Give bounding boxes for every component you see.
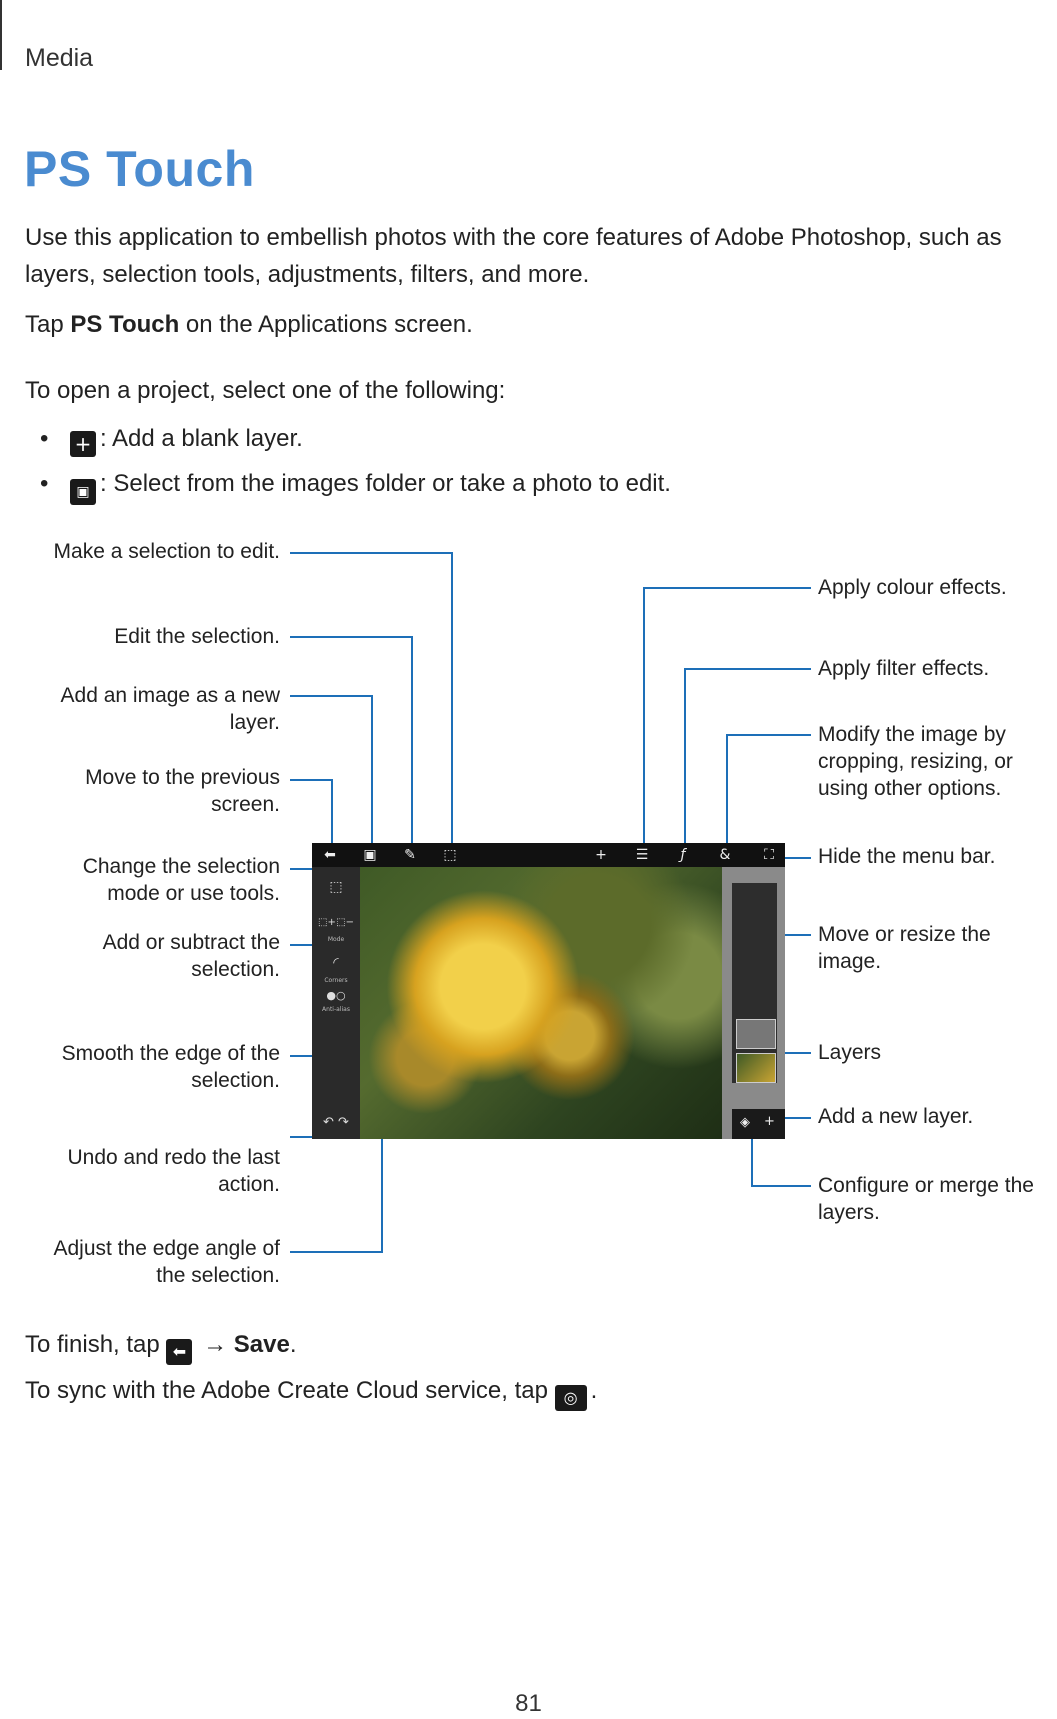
bullet-row: ▣: Select from the images folder or take… [70, 470, 671, 505]
save-label: Save [233, 1331, 290, 1358]
callout-add-image-layer: Add an image as a new layer. [60, 684, 280, 734]
callout-configure-merge: Configure or merge the layers. [818, 1174, 1034, 1224]
mode-caption: Mode [327, 936, 345, 943]
bullet-dot: • [40, 470, 49, 497]
selection-tool-icon[interactable]: ⬚ [443, 847, 457, 863]
hide-menu-icon[interactable]: ⛶ [764, 847, 774, 863]
add-image-layer-icon[interactable]: ▣ [363, 847, 377, 863]
back-arrow-icon: ⬅ [166, 1339, 193, 1365]
leader-line [290, 1251, 382, 1253]
finish-arrow: → [196, 1331, 234, 1358]
anti-alias-toggle-icon[interactable]: ●○ [326, 989, 346, 1002]
bullet-dot: • [40, 425, 49, 452]
tap-suffix: on the Applications screen. [179, 311, 473, 338]
undo-redo-icon[interactable]: ↶ ↷ [323, 1115, 349, 1130]
callout-colour-effects: Apply colour effects. [818, 576, 1007, 599]
callout-add-layer: Add a new layer. [818, 1105, 974, 1128]
callout-hide-menu: Hide the menu bar. [818, 845, 996, 868]
adjustments-icon[interactable]: ☰ [635, 847, 649, 863]
ps-touch-screenshot: ⬅ ▣ ✎ ⬚ + ☰ ƒ & ⛶ ⬚ ⬚+ ⬚− Mode ◜ Corners… [312, 843, 785, 1139]
leader-line [411, 636, 413, 852]
bullet-row: +: Add a blank layer. [70, 425, 303, 457]
plus-icon: + [70, 431, 96, 457]
filter-fx-icon[interactable]: ƒ [680, 847, 686, 863]
bullet-text: : Add a blank layer. [100, 425, 303, 452]
callout-modify-image: Modify the image by cropping, resizing, … [818, 723, 1013, 800]
callout-edit-selection: Edit the selection. [114, 625, 280, 648]
callout-add-subtract: Add or subtract the selection. [102, 931, 280, 981]
back-arrow-icon[interactable]: ⬅ [324, 847, 336, 863]
add-selection-icon[interactable]: ⬚+ [318, 917, 336, 928]
corners-caption: Corners [324, 977, 348, 984]
callout-layers: Layers [818, 1041, 882, 1064]
corners-icon[interactable]: ◜ [333, 955, 339, 971]
move-resize-icon[interactable]: + [595, 847, 607, 863]
callout-selection-mode: Change the selection mode or use tools. [82, 855, 280, 905]
image-add-icon: ▣ [70, 479, 96, 505]
sync-suffix: . [590, 1377, 598, 1404]
anti-alias-caption: Anti-alias [322, 1006, 350, 1013]
selection-mode-icon[interactable]: ⬚ [329, 879, 343, 895]
finish-prefix: To finish, tap [25, 1331, 167, 1358]
leader-line [684, 668, 686, 852]
callout-move-resize: Move or resize the image. [818, 923, 991, 973]
leader-line [751, 1125, 753, 1187]
canvas-photo[interactable] [360, 867, 722, 1139]
callout-previous-screen: Move to the previous screen. [85, 766, 280, 816]
page-number: 81 [515, 1690, 542, 1717]
intro-description: Use this application to embellish photos… [25, 224, 1002, 288]
page-title: PS Touch [24, 141, 255, 197]
creative-cloud-icon: ◎ [554, 1385, 587, 1411]
section-header: Media [25, 44, 94, 72]
leader-line [726, 734, 811, 736]
leader-line [290, 636, 412, 638]
leader-line [785, 1117, 811, 1119]
finish-suffix: . [289, 1331, 297, 1358]
sync-text: To sync with the Adobe Create Cloud serv… [25, 1377, 555, 1404]
pencil-icon[interactable]: ✎ [404, 847, 416, 863]
leader-line [785, 857, 811, 859]
leader-line [785, 1052, 811, 1054]
callout-edge-angle: Adjust the edge angle of the selection. [53, 1237, 280, 1287]
layer-thumbnail[interactable] [736, 1053, 776, 1083]
open-prompt: To open a project, select one of the fol… [25, 377, 506, 404]
layers-panel [732, 883, 777, 1083]
layers-stack-icon[interactable]: ◈ [740, 1115, 750, 1130]
leader-line [751, 1185, 811, 1187]
leader-line [451, 552, 453, 852]
leader-line [684, 668, 811, 670]
subtract-selection-icon[interactable]: ⬚− [336, 917, 354, 928]
leader-line [643, 587, 811, 589]
bullet-text: : Select from the images folder or take … [100, 470, 671, 497]
leader-line [371, 695, 373, 852]
leader-line [290, 695, 372, 697]
callout-filter-effects: Apply filter effects. [818, 657, 990, 680]
leader-line [331, 779, 333, 852]
ampersand-icon[interactable]: & [719, 847, 731, 863]
finish-instruction: To finish, tap ⬅ → Save. [25, 1326, 297, 1365]
leader-line [643, 587, 645, 852]
tap-instruction: Tap PS Touch on the Applications screen. [25, 306, 473, 343]
leader-line [290, 552, 452, 554]
tool-sidebar: ⬚ ⬚+ ⬚− Mode ◜ Corners ●○ Anti-alias ↶ ↷ [312, 867, 360, 1139]
leader-line [726, 734, 728, 852]
sync-instruction: To sync with the Adobe Create Cloud serv… [25, 1372, 597, 1411]
layer-thumbnail[interactable] [736, 1019, 776, 1049]
leader-line [290, 944, 324, 946]
callout-smooth-edge: Smooth the edge of the selection. [61, 1042, 280, 1092]
callout-make-selection: Make a selection to edit. [53, 540, 280, 563]
leader-line [290, 779, 332, 781]
crop-mark [0, 0, 2, 70]
callout-undo-redo: Undo and redo the last action. [67, 1146, 280, 1196]
tap-app-name: PS Touch [70, 311, 180, 338]
menu-bar: ⬅ ▣ ✎ ⬚ + ☰ ƒ & ⛶ [312, 843, 785, 867]
tap-prefix: Tap [25, 311, 71, 338]
layer-actions-bar: ◈ + [732, 1109, 785, 1139]
add-layer-icon[interactable]: + [764, 1114, 775, 1129]
